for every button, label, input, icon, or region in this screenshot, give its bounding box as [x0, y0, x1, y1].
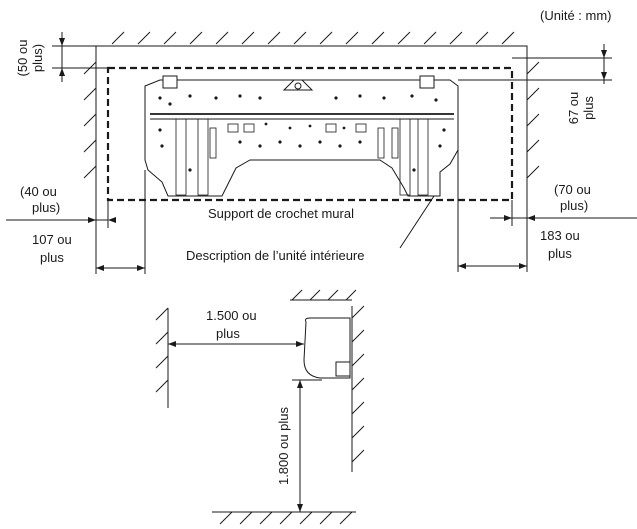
- right-wall-hatch: [526, 61, 540, 179]
- right-top-gap-dimension: [458, 44, 612, 84]
- wall-outline: [95, 45, 528, 228]
- left-offset-dimension: [95, 170, 146, 274]
- top-clearance-label: (50 ou plus): [15, 40, 45, 77]
- svg-text:plus: plus: [581, 96, 596, 120]
- right-side-clearance-line1: (70 ou: [554, 182, 591, 197]
- right-offset-line2: plus: [548, 246, 572, 261]
- units-note: (Unité : mm): [540, 8, 612, 23]
- unit-label-leader: [399, 195, 435, 249]
- floor-clearance-label: 1.800 ou plus: [276, 406, 291, 485]
- side-view: [155, 289, 365, 525]
- svg-text:plus): plus): [30, 44, 45, 72]
- left-side-clearance-line1: (40 ou: [20, 184, 57, 199]
- front-clearance-line2: plus: [216, 326, 240, 341]
- left-wall-hatch: [83, 61, 97, 179]
- right-offset-line1: 183 ou: [540, 228, 580, 243]
- bracket-label: Support de crochet mural: [208, 206, 354, 221]
- unit-label: Description de l’unité intérieure: [186, 248, 364, 263]
- mounting-bracket-plate: [144, 75, 459, 197]
- svg-text:67 ou: 67 ou: [566, 92, 581, 125]
- ceiling-hatch: [111, 31, 515, 45]
- right-side-clearance-dimension: [490, 200, 637, 226]
- right-top-gap-label: 67 ou plus: [566, 92, 596, 125]
- right-offset-dimension: [457, 150, 528, 272]
- left-side-clearance-line2: plus): [32, 200, 60, 215]
- right-side-clearance-line2: plus): [560, 198, 588, 213]
- front-clearance-line1: 1.500 ou: [206, 308, 257, 323]
- top-clearance-dimension: [52, 32, 108, 82]
- left-side-clearance-dimension: [6, 200, 116, 228]
- svg-text:(50 ou: (50 ou: [15, 40, 30, 77]
- left-offset-line2: plus: [40, 250, 64, 265]
- indoor-unit-dashed-outline: [106, 66, 514, 202]
- svg-text:1.800 ou plus: 1.800 ou plus: [276, 406, 291, 485]
- left-offset-line1: 107 ou: [32, 232, 72, 247]
